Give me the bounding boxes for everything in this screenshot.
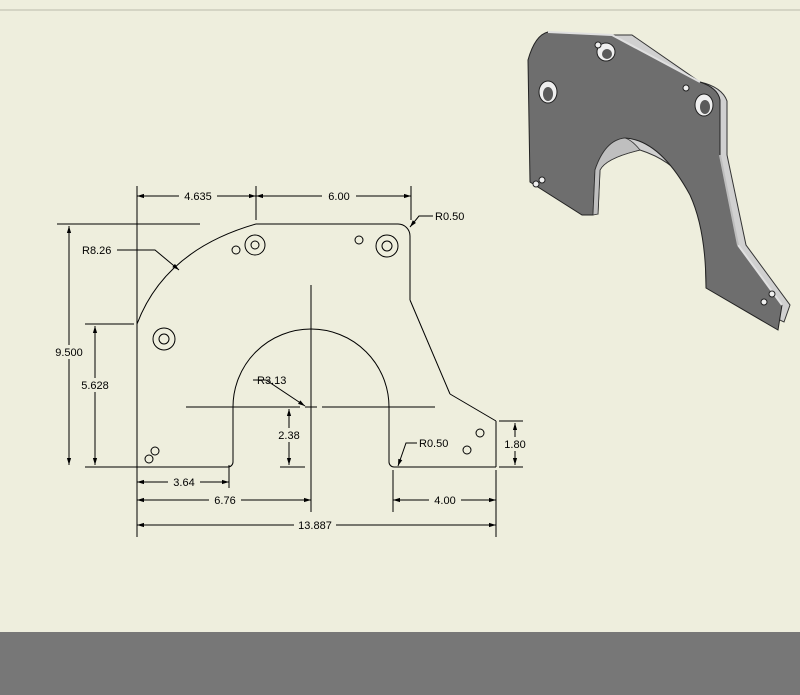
dim-r050-top: R0.50 [435,211,464,223]
dim-400: 4.00 [434,495,455,507]
dim-5628: 5.628 [81,380,109,392]
hole-bottom-left-a [150,446,160,456]
dim-13887: 13.887 [298,520,332,532]
extension-lines [57,186,523,537]
hole-top-right-outer [375,234,399,258]
3d-part-view [527,31,791,331]
hole-top-left-small [231,245,241,255]
hole-bottom-right-b [462,445,472,455]
hole-bottom-left-b [144,454,154,464]
hole-top-left-outer [244,234,266,256]
hole-top-left-inner [250,240,260,250]
dim-9500: 9.500 [55,347,83,359]
hole-left-inner [158,333,170,345]
dim-r050-slot: R0.50 [419,438,448,450]
hole-left-outer [152,327,176,351]
hole-top-right-inner [381,240,393,252]
dim-4635: 4.635 [184,191,212,203]
dim-600: 6.00 [328,191,349,203]
dimension-labels: 4.635 6.00 R0.50 R8.26 9.500 5.628 R3.13… [50,189,530,532]
dim-r313: R3.13 [257,375,286,387]
hole-top-right-small [354,235,364,245]
dim-676: 6.76 [214,495,235,507]
dim-238: 2.38 [278,430,299,442]
dim-364: 3.64 [173,477,194,489]
dim-r826: R8.26 [82,245,111,257]
hole-bottom-right-a [475,428,485,438]
dim-180: 1.80 [504,439,525,451]
part-holes [144,234,485,464]
